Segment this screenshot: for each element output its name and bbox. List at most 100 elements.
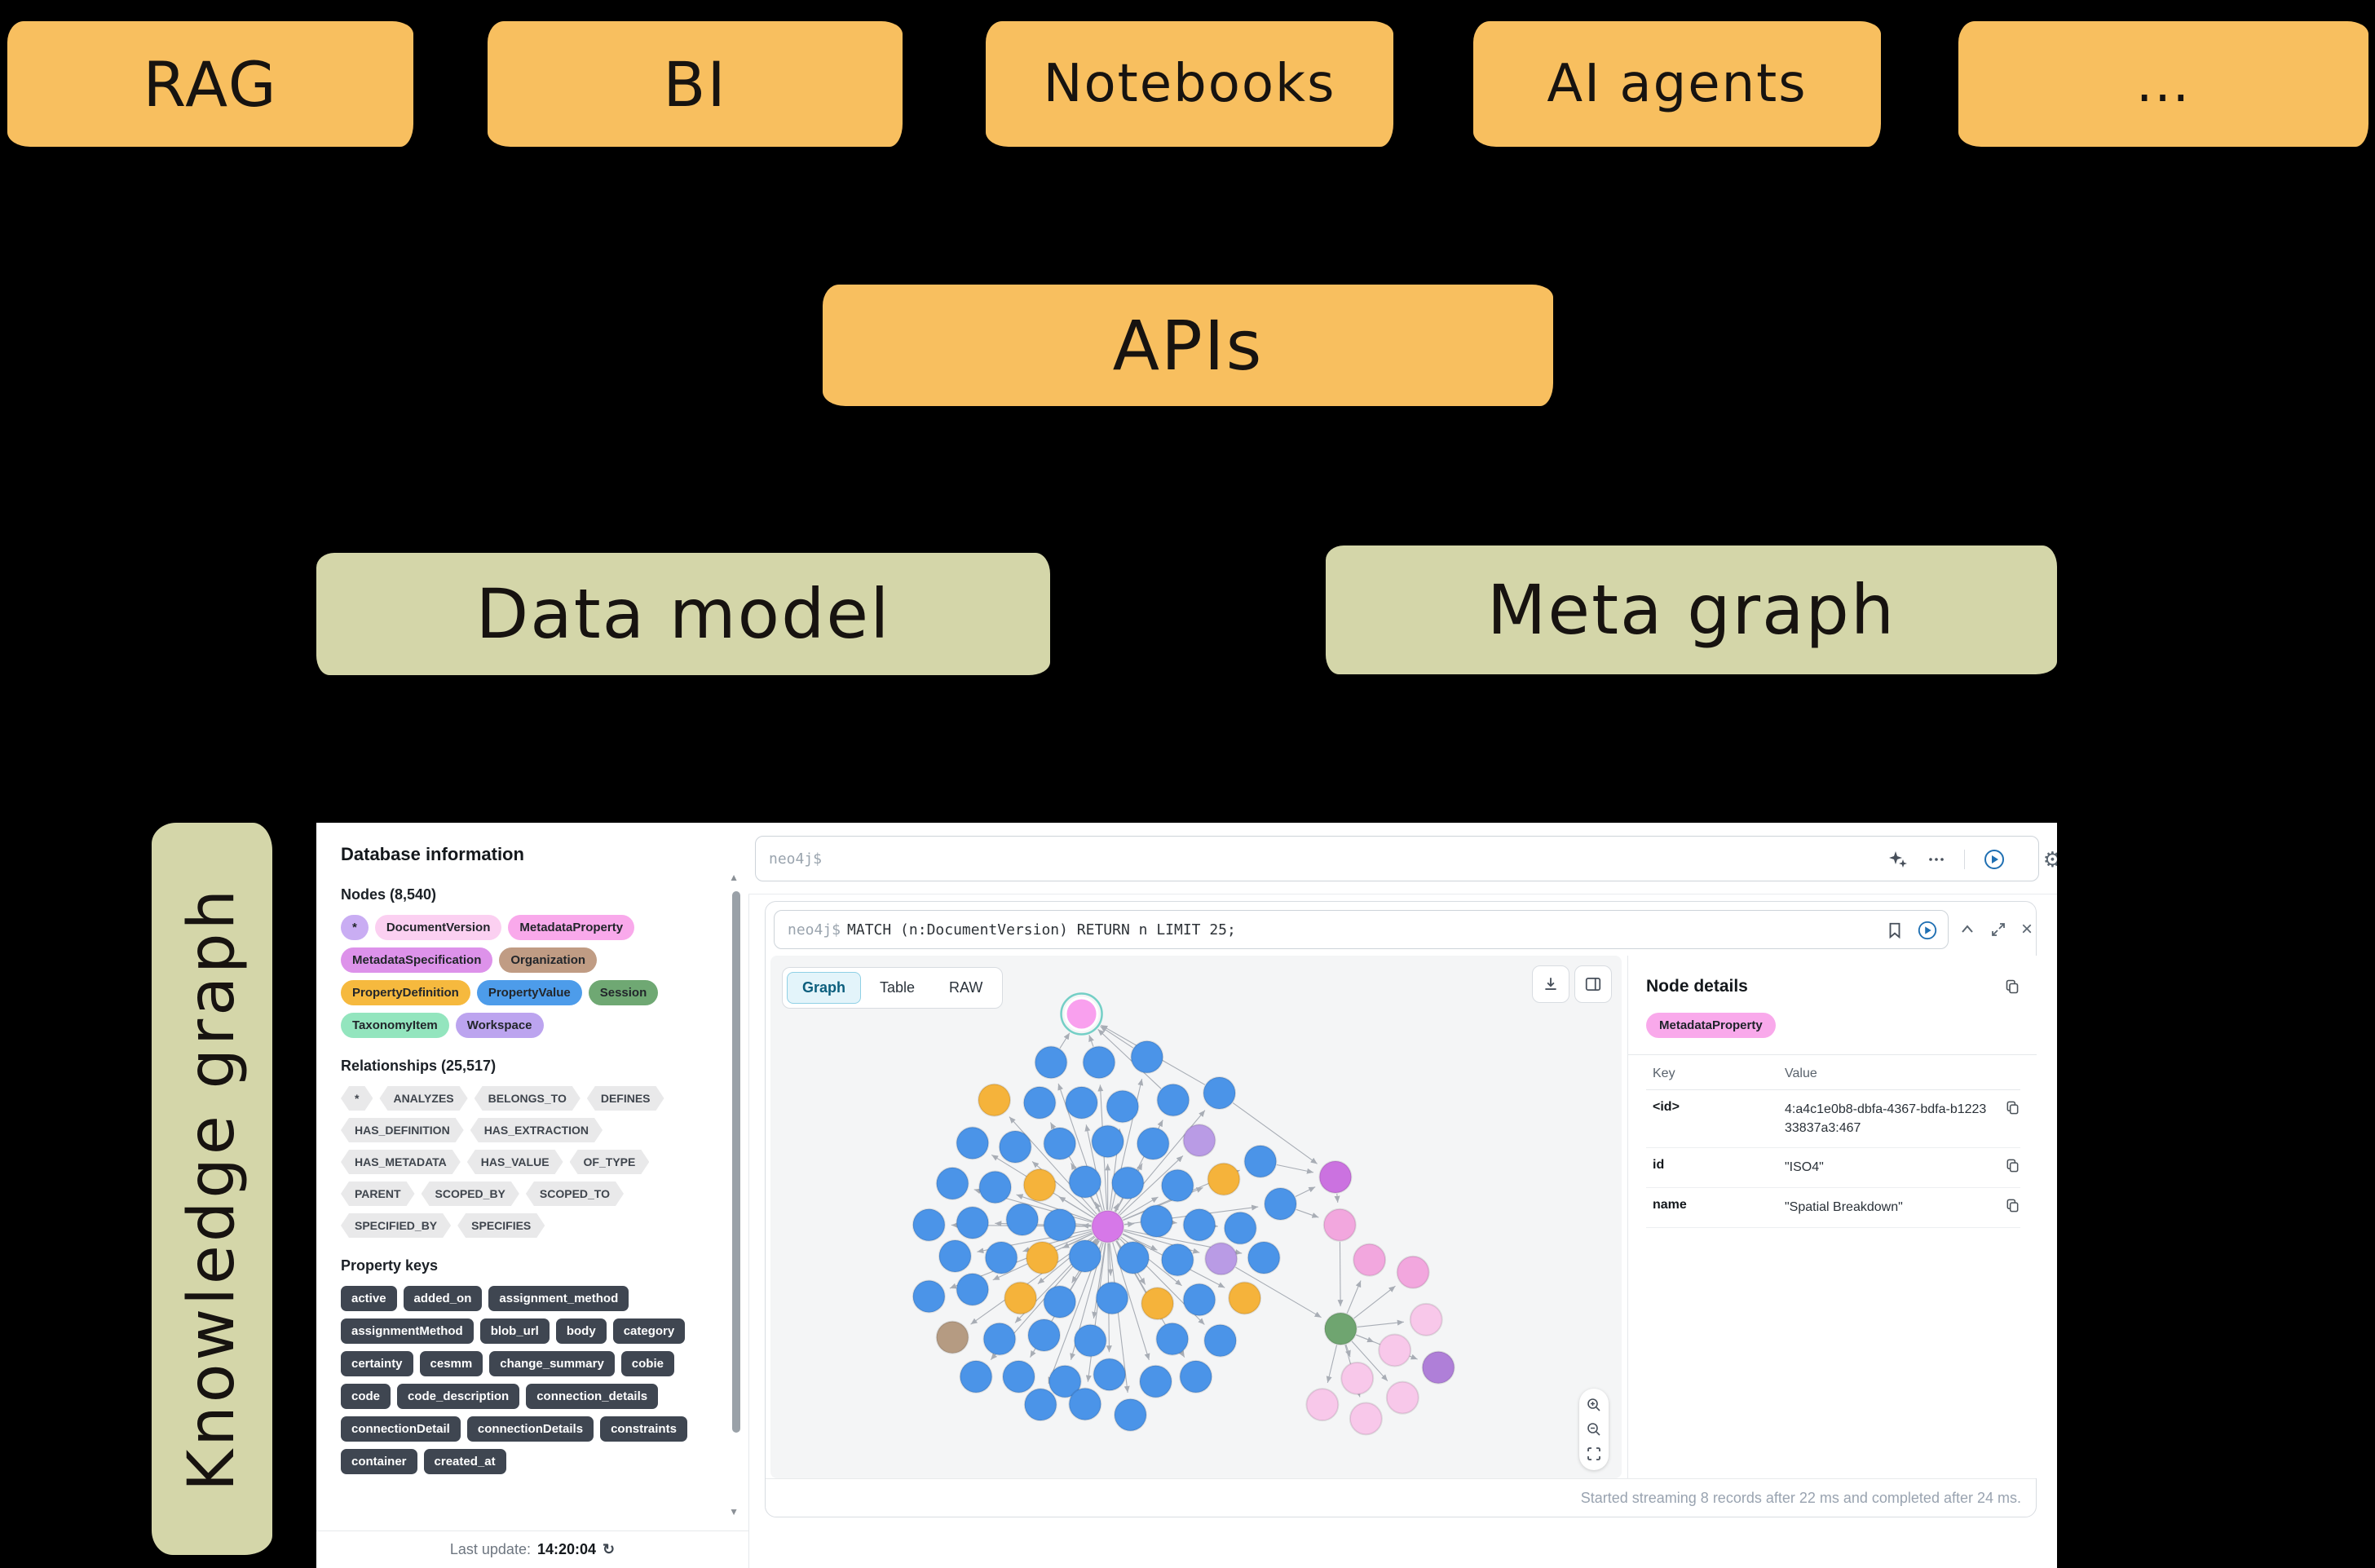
- graph-node[interactable]: [1228, 1281, 1262, 1315]
- refresh-icon[interactable]: ↻: [603, 1541, 616, 1557]
- graph-node[interactable]: [1093, 1358, 1127, 1392]
- node-label-badge[interactable]: DocumentVersion: [374, 915, 502, 940]
- graph-node[interactable]: [1004, 1281, 1038, 1315]
- graph-node[interactable]: [1378, 1333, 1412, 1367]
- graph-node[interactable]: [1022, 1168, 1057, 1202]
- tab-raw[interactable]: RAW: [949, 979, 983, 996]
- node-label-badge[interactable]: MetadataProperty: [1646, 1013, 1776, 1038]
- graph-node[interactable]: [1323, 1312, 1357, 1346]
- collapse-chevron-icon[interactable]: [1959, 921, 1975, 938]
- settings-gear-icon[interactable]: ⚙: [2042, 847, 2057, 872]
- graph-node[interactable]: [1340, 1361, 1375, 1395]
- copy-value-icon[interactable]: [2005, 1100, 2020, 1120]
- node-label-badge[interactable]: PropertyValue: [476, 980, 582, 1005]
- zoom-out-icon[interactable]: [1586, 1421, 1602, 1438]
- graph-node[interactable]: [1243, 1144, 1278, 1178]
- copy-value-icon[interactable]: [2005, 1158, 2020, 1177]
- tab-table[interactable]: Table: [880, 979, 916, 996]
- graph-node[interactable]: [1396, 1255, 1430, 1289]
- graph-node[interactable]: [1091, 1124, 1125, 1159]
- graph-node[interactable]: [984, 1240, 1018, 1274]
- property-key-chip[interactable]: category: [612, 1318, 686, 1344]
- node-label-badge[interactable]: Session: [588, 980, 659, 1005]
- graph-node[interactable]: [1305, 1388, 1340, 1422]
- graph-node[interactable]: [1113, 1398, 1147, 1432]
- fit-to-screen-icon[interactable]: [1586, 1446, 1602, 1462]
- node-label-badge[interactable]: *: [341, 915, 369, 940]
- property-key-chip[interactable]: constraints: [600, 1416, 687, 1442]
- property-key-chip[interactable]: code_description: [397, 1384, 520, 1409]
- sparkles-icon[interactable]: [1887, 849, 1909, 870]
- node-label-badge[interactable]: MetadataProperty: [508, 915, 635, 940]
- graph-node[interactable]: [935, 1320, 969, 1354]
- zoom-in-icon[interactable]: [1586, 1397, 1602, 1413]
- relationship-type-chip[interactable]: ANALYZES: [379, 1086, 467, 1111]
- relationship-type-chip[interactable]: OF_TYPE: [570, 1150, 650, 1174]
- graph-node[interactable]: [1073, 1323, 1107, 1358]
- relationship-type-chip[interactable]: HAS_EXTRACTION: [470, 1118, 603, 1142]
- relationship-type-chip[interactable]: SCOPED_BY: [422, 1182, 519, 1206]
- graph-node[interactable]: [1068, 1387, 1102, 1421]
- relationship-type-chip[interactable]: SPECIFIED_BY: [341, 1213, 451, 1238]
- relationship-type-chip[interactable]: *: [341, 1086, 373, 1111]
- property-key-chip[interactable]: cesmm: [419, 1351, 483, 1376]
- graph-node[interactable]: [1048, 1364, 1082, 1398]
- graph-node[interactable]: [1179, 1359, 1213, 1394]
- graph-node[interactable]: [1182, 1208, 1216, 1242]
- graph-node[interactable]: [1043, 1127, 1077, 1161]
- graph-node[interactable]: [1353, 1243, 1387, 1277]
- graph-node[interactable]: [938, 1239, 972, 1273]
- graph-node[interactable]: [1385, 1380, 1419, 1415]
- graph-viewport[interactable]: Graph Table RAW: [770, 956, 1622, 1478]
- graph-node[interactable]: [1139, 1364, 1172, 1398]
- property-key-chip[interactable]: blob_url: [479, 1318, 550, 1344]
- graph-node[interactable]: [1182, 1283, 1216, 1317]
- property-key-chip[interactable]: added_on: [403, 1286, 483, 1311]
- scroll-up-arrow-icon[interactable]: ▲: [729, 872, 739, 883]
- property-key-chip[interactable]: cobie: [620, 1351, 674, 1376]
- query-header-input[interactable]: neo4j$ MATCH (n:DocumentVersion) RETURN …: [774, 910, 1949, 949]
- graph-node[interactable]: [1156, 1083, 1190, 1117]
- property-key-chip[interactable]: certainty: [341, 1351, 413, 1376]
- graph-node[interactable]: [1204, 1242, 1238, 1276]
- graph-node[interactable]: [956, 1272, 990, 1306]
- graph-node[interactable]: [1223, 1211, 1257, 1245]
- graph-node[interactable]: [1034, 1045, 1068, 1080]
- property-key-chip[interactable]: connectionDetail: [341, 1416, 461, 1442]
- graph-node-selected[interactable]: [1064, 996, 1099, 1031]
- relationship-type-chip[interactable]: BELONGS_TO: [475, 1086, 581, 1111]
- graph-node[interactable]: [1349, 1402, 1383, 1436]
- graph-node[interactable]: [1160, 1168, 1194, 1203]
- download-button[interactable]: [1532, 965, 1569, 1003]
- node-label-badge[interactable]: TaxonomyItem: [341, 1013, 449, 1038]
- node-label-badge[interactable]: PropertyDefinition: [341, 980, 470, 1005]
- cypher-editor-input[interactable]: neo4j$: [755, 836, 2039, 881]
- graph-node[interactable]: [978, 1083, 1012, 1117]
- graph-node[interactable]: [1160, 1243, 1194, 1277]
- graph-node[interactable]: [998, 1130, 1032, 1164]
- tab-graph[interactable]: Graph: [787, 972, 862, 1004]
- graph-node[interactable]: [1322, 1208, 1357, 1242]
- graph-node[interactable]: [1068, 1239, 1102, 1273]
- relationship-type-chip[interactable]: HAS_METADATA: [341, 1150, 461, 1174]
- graph-node[interactable]: [1043, 1285, 1077, 1319]
- graph-node[interactable]: [956, 1206, 990, 1240]
- graph-node[interactable]: [959, 1359, 993, 1394]
- node-label-badge[interactable]: Organization: [499, 947, 598, 973]
- graph-node[interactable]: [1002, 1359, 1036, 1394]
- scroll-down-arrow-icon[interactable]: ▼: [729, 1506, 739, 1517]
- relationship-type-chip[interactable]: HAS_VALUE: [467, 1150, 563, 1174]
- close-icon[interactable]: ×: [2020, 918, 2033, 940]
- more-options-icon[interactable]: [1927, 850, 1946, 869]
- graph-node[interactable]: [912, 1279, 946, 1314]
- graph-node[interactable]: [978, 1170, 1013, 1204]
- graph-node[interactable]: [1155, 1322, 1190, 1356]
- graph-node[interactable]: [1065, 1085, 1099, 1120]
- graph-node[interactable]: [1130, 1040, 1164, 1074]
- graph-node[interactable]: [1421, 1350, 1455, 1385]
- relationship-type-chip[interactable]: DEFINES: [587, 1086, 664, 1111]
- graph-node[interactable]: [1264, 1186, 1298, 1221]
- copy-node-icon[interactable]: [2004, 978, 2020, 995]
- graph-node[interactable]: [1247, 1240, 1281, 1274]
- graph-node[interactable]: [912, 1208, 946, 1242]
